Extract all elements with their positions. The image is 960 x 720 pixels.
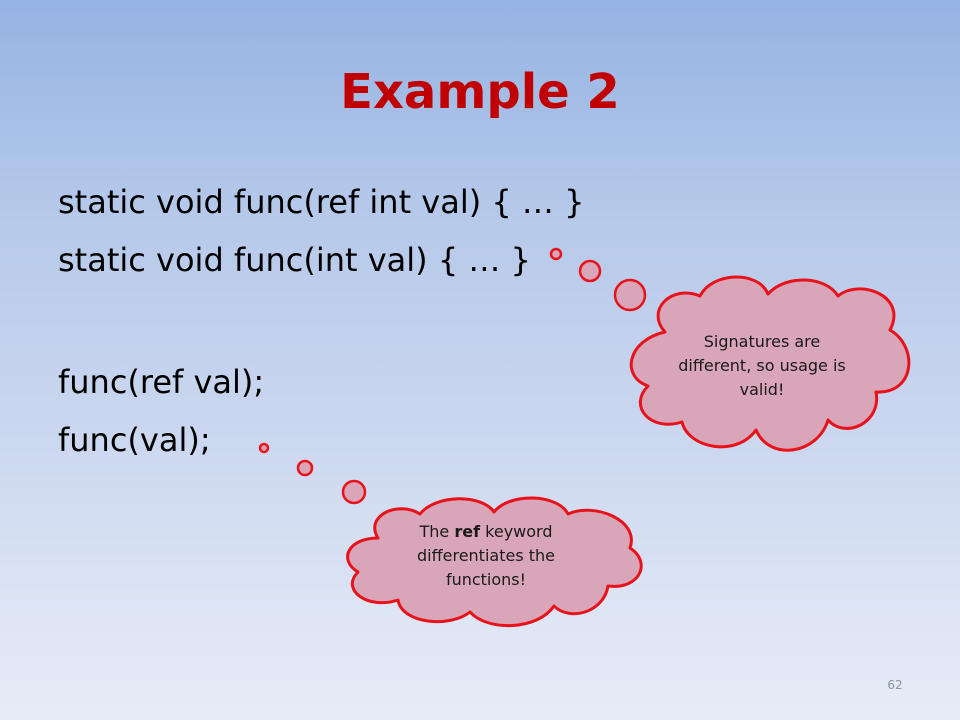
thought-trail-dot xyxy=(613,278,647,312)
bubble-text-suffix: keyword differentiates the functions! xyxy=(417,522,555,589)
code-line-3: func(ref val); xyxy=(58,363,265,401)
thought-bubble-bottom-text: The ref keyword differentiates the funct… xyxy=(388,520,584,592)
thought-trail-dot xyxy=(549,247,563,261)
thought-trail-dot xyxy=(258,442,270,454)
thought-trail-dot xyxy=(341,479,367,505)
code-line-1: static void func(ref int val) { … } xyxy=(58,183,585,221)
thought-cloud-top xyxy=(629,275,911,452)
page-number: 62 xyxy=(887,678,903,692)
slide-title: Example 2 xyxy=(340,64,620,120)
code-line-2: static void func(int val) { … } xyxy=(58,241,531,279)
thought-trail-dot xyxy=(296,459,314,477)
thought-bubble-top-text: Signatures are different, so usage is va… xyxy=(678,332,846,399)
bubble-text-prefix: The xyxy=(419,522,455,541)
ref-keyword: ref xyxy=(454,522,481,541)
thought-cloud-bottom xyxy=(346,496,643,628)
thought-trail-dot xyxy=(578,259,602,283)
code-line-4: func(val); xyxy=(58,421,211,459)
